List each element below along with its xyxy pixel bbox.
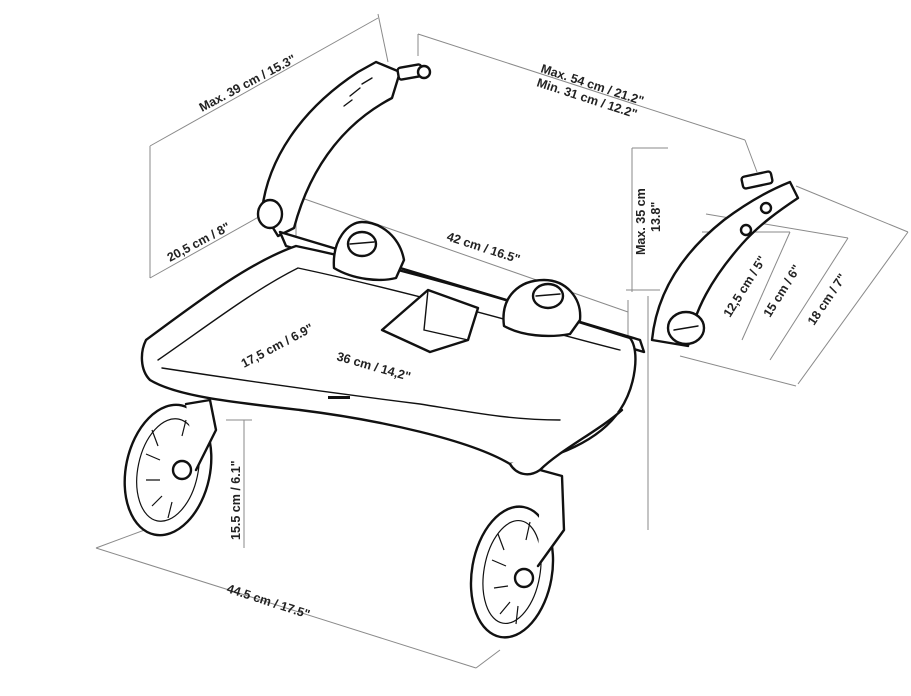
board-front-lip	[508, 408, 624, 476]
right-arm-connector	[740, 170, 774, 190]
left-arm-body	[260, 60, 402, 238]
left-arm-joint	[256, 198, 284, 230]
right-arm-hole-1	[759, 201, 773, 215]
dim-handle-length-line	[149, 17, 379, 147]
dim-total-length-tick-left	[95, 527, 151, 549]
label-handle-length: Max. 39 cm / 15.3"	[197, 52, 298, 115]
right-wheel-rim	[482, 519, 542, 625]
label-clamp-18: 18 cm / 7"	[805, 271, 849, 328]
right-clip-knob	[531, 282, 565, 310]
right-arm-hole-2	[739, 223, 753, 237]
board-front-edge	[161, 367, 561, 421]
dim-width-tick-right	[744, 139, 758, 173]
left-wheel-hub	[171, 459, 193, 481]
label-bar-width: 42 cm / 16.5"	[445, 230, 522, 267]
right-arm-knob-slot	[673, 325, 699, 331]
right-wheel-hub	[513, 567, 535, 589]
dim-clamp-18-top	[795, 185, 909, 233]
dim-clamp-base	[679, 355, 797, 387]
left-arm-slots	[343, 77, 373, 107]
left-clip-slot	[349, 241, 375, 245]
label-clamp-15: 15 cm / 6"	[761, 262, 804, 319]
dim-clamp-18-line	[797, 231, 909, 385]
dim-clamp-12-line	[741, 231, 791, 341]
left-wheel-fork	[184, 398, 218, 472]
left-wheel-spokes	[145, 419, 187, 519]
right-wheel	[469, 468, 566, 639]
dim-clamp-15-line	[769, 237, 849, 361]
dim-total-length-line	[95, 547, 477, 669]
board-fittings	[332, 220, 582, 354]
board-logo-mark	[328, 396, 350, 399]
left-wheel	[123, 398, 218, 537]
left-clip-knob	[346, 230, 378, 258]
right-wheel-fork	[536, 468, 566, 568]
right-wheel-spokes	[491, 521, 531, 625]
right-arm-body	[650, 180, 800, 348]
right-wheel-tire	[469, 505, 555, 639]
label-height-in: 13.8"	[649, 202, 663, 232]
right-clip-slot	[535, 293, 561, 297]
dim-total-length-tick-right	[475, 649, 501, 669]
label-total-length: 44.5 cm / 17.5"	[225, 582, 312, 622]
label-height-cm: Max. 35 cm	[634, 188, 648, 255]
center-handle-edge	[423, 289, 469, 341]
dim-width-line	[417, 33, 746, 141]
left-handle-arm	[256, 60, 432, 238]
board-outer	[140, 244, 637, 466]
label-wheel-height: 15.5 cm / 6.1"	[229, 460, 243, 540]
left-wheel-rim	[136, 418, 200, 522]
standing-board	[140, 244, 637, 476]
left-wheel-tire	[123, 403, 213, 537]
right-handle-arm	[650, 170, 800, 348]
left-arm-pin	[416, 64, 432, 80]
label-bar-offset: 20,5 cm / 8"	[165, 220, 233, 265]
dim-handle-tick	[377, 13, 389, 63]
